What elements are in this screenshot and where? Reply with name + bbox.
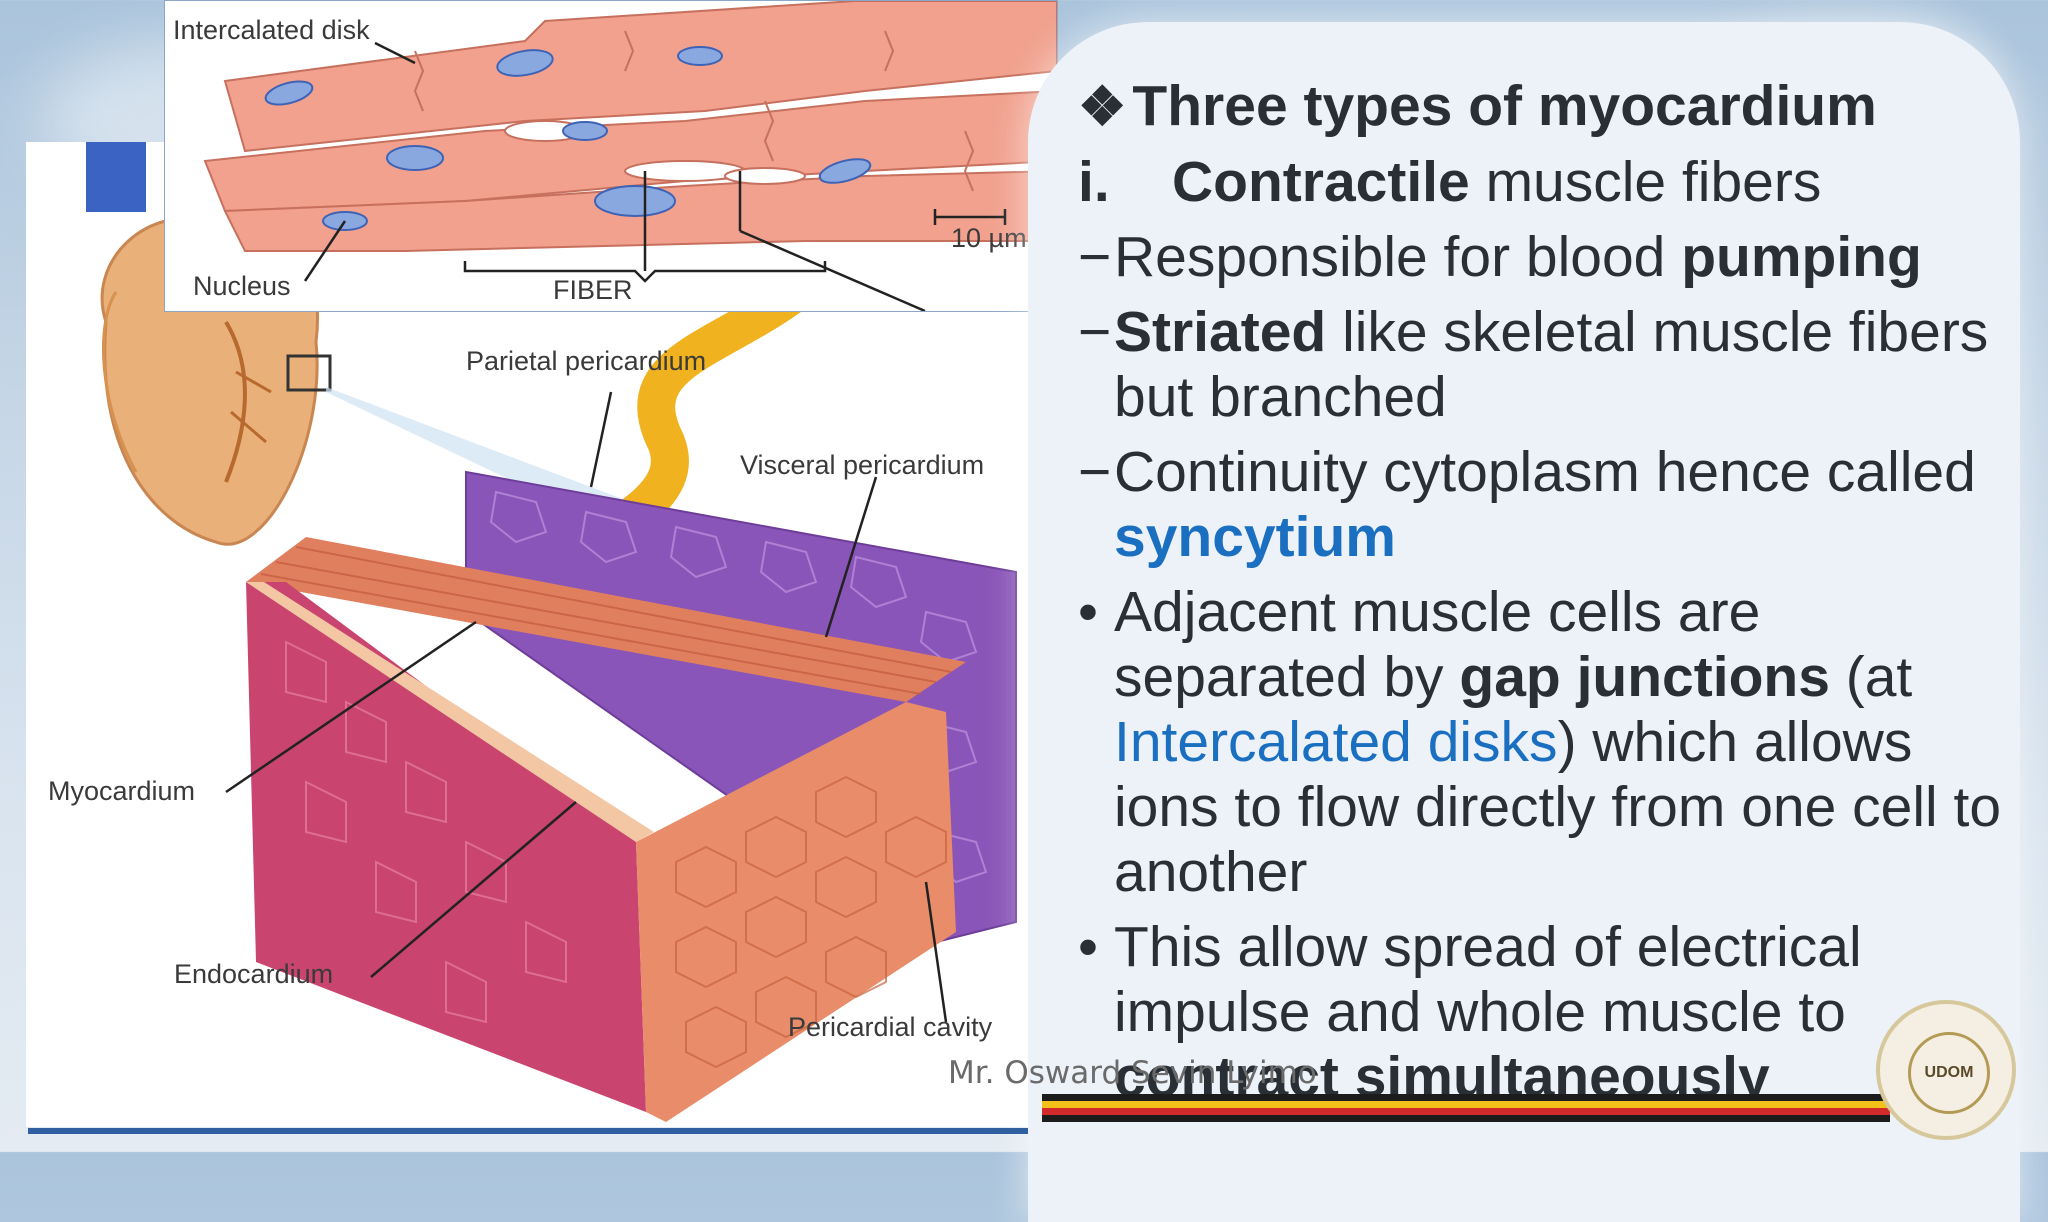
bullet-text-highlight: syncytium (1114, 505, 1396, 569)
label-intercalated-disk: Intercalated disk (173, 15, 370, 45)
stripe-red (1042, 1108, 1890, 1115)
bullet-text-part: ) which allows ions to flow directly fro… (1114, 710, 2002, 904)
slide-content: ❖Three types of myocardium i. Contractil… (1078, 74, 2008, 1120)
bullet-item: − Continuity cytoplasm hence called sync… (1078, 440, 2008, 570)
muscle-fiber-drawing (203, 0, 1058, 313)
stripe-black (1042, 1115, 1890, 1122)
dot-bullet-icon: • (1078, 915, 1098, 979)
section-heading-bold: Contractile (1172, 150, 1470, 214)
stripe-yellow (1042, 1101, 1890, 1108)
bullet-item: − Responsible for blood pumping (1078, 225, 2008, 290)
dash-bullet-icon: − (1078, 225, 1112, 289)
bullet-item: • Adjacent muscle cells are separated by… (1078, 580, 2008, 905)
text-panel (1028, 22, 2020, 1222)
fiber-inset: Intercalated disk Nucleus FIBER 10 µm (164, 0, 1058, 313)
bullet-text-part: Adjacent muscle cells are separated by (1114, 580, 1761, 709)
bullet-text: Striated like skeletal muscle fibers but… (1114, 300, 2008, 430)
slide-title: ❖Three types of myocardium (1078, 74, 2008, 140)
dot-bullet-icon: • (1078, 580, 1098, 644)
bullet-text: Continuity cytoplasm hence called syncyt… (1114, 440, 2008, 570)
myocardium-illustration: Parietal pericardium Visceral pericardiu… (26, 0, 1058, 1127)
section-heading: i. Contractile muscle fibers (1078, 150, 2008, 215)
bullet-text-part: Continuity cytoplasm hence called (1114, 440, 1976, 504)
bottom-rule (28, 1128, 1028, 1134)
bullet-text-part: (at (1829, 645, 1913, 709)
label-parietal-pericardium: Parietal pericardium (466, 346, 707, 376)
label-nucleus: Nucleus (193, 271, 291, 301)
slide-title-text: Three types of myocardium (1132, 74, 1877, 138)
bullet-text-part: This allow spread of electrical impulse … (1114, 915, 1862, 1044)
label-pericardial-cavity: Pericardial cavity (788, 1012, 993, 1042)
section-heading-text: Contractile muscle fibers (1172, 150, 1821, 215)
label-scale: 10 µm (951, 223, 1027, 253)
bullet-text: Adjacent muscle cells are separated by g… (1114, 580, 2008, 905)
label-fiber: FIBER (553, 275, 633, 305)
bullet-text-part: Responsible for blood (1114, 225, 1682, 289)
logo-emblem: UDOM (1908, 1032, 1990, 1114)
flag-stripes (1042, 1094, 1890, 1122)
dash-bullet-icon: − (1078, 300, 1112, 364)
diamond-bullet-icon: ❖ (1078, 77, 1127, 137)
dash-bullet-icon: − (1078, 440, 1112, 504)
label-visceral-pericardium: Visceral pericardium (740, 450, 985, 480)
bullet-text-part: like skeletal muscle fibers but branched (1114, 300, 1989, 429)
bullet-text-link: Intercalated disks (1114, 710, 1558, 774)
bullet-text-bold: pumping (1681, 225, 1922, 289)
university-logo: UDOM (1876, 1000, 2016, 1140)
stripe-black (1042, 1094, 1890, 1101)
bullet-item: − Striated like skeletal muscle fibers b… (1078, 300, 2008, 430)
bullet-text: Responsible for blood pumping (1114, 225, 2008, 290)
label-myocardium: Myocardium (48, 776, 196, 806)
section-heading-rest: muscle fibers (1469, 150, 1822, 214)
section-numeral: i. (1078, 150, 1110, 214)
bullet-text-bold: Striated (1114, 300, 1327, 364)
footer-author: Mr. Osward Sevin Lyimo (948, 1055, 1317, 1091)
label-endocardium: Endocardium (174, 959, 334, 989)
bullet-text-bold: gap junctions (1459, 645, 1830, 709)
